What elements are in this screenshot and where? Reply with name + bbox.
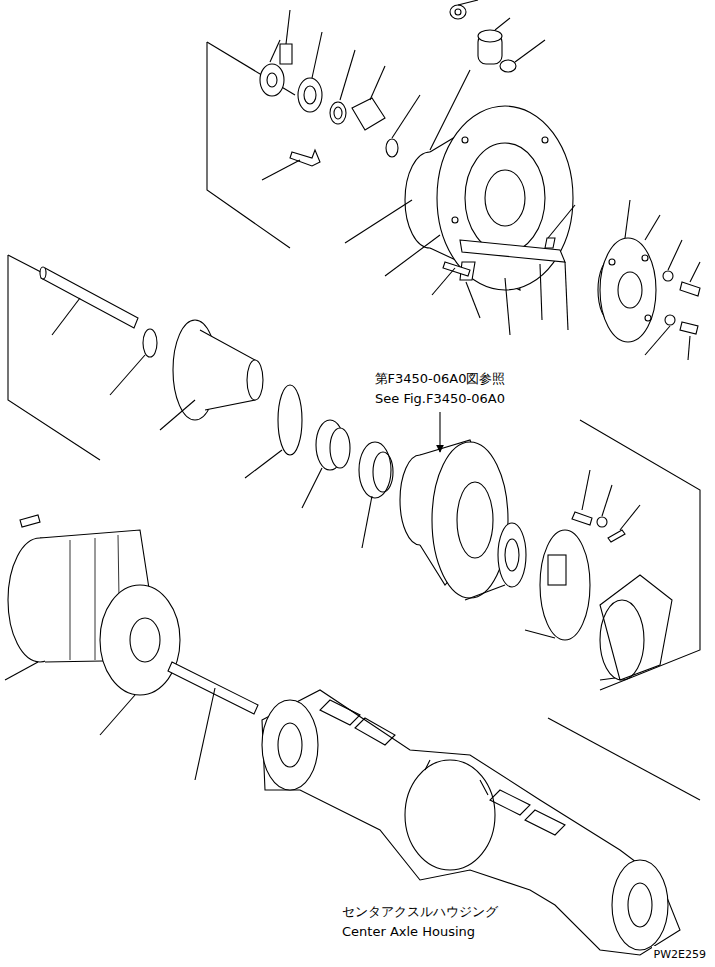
- center-axle-housing: [262, 690, 680, 955]
- reference-note: See Fig.F3450-06A0: [373, 390, 507, 407]
- shaft: [168, 662, 258, 714]
- cover: [598, 238, 700, 342]
- leader-line: [5, 0, 700, 780]
- drawing-number: PW2E259: [652, 946, 708, 963]
- bearings: [316, 420, 393, 498]
- seal-parts: [498, 512, 672, 680]
- reference-note: 第F3450-06A0図参照: [373, 370, 508, 387]
- hub-flange: [173, 320, 302, 455]
- planet-gears: [450, 5, 516, 72]
- wheel-hub: [400, 440, 508, 598]
- part-name: センタアクスルハウジング: [340, 903, 500, 920]
- shaft: [40, 267, 157, 357]
- brake-unit: [8, 515, 180, 695]
- reference-arrow: [439, 412, 440, 452]
- bearing-parts: [260, 44, 398, 166]
- planetary-carrier: [405, 106, 573, 290]
- group-bracket: [8, 42, 700, 800]
- part-name: Center Axle Housing: [340, 923, 477, 940]
